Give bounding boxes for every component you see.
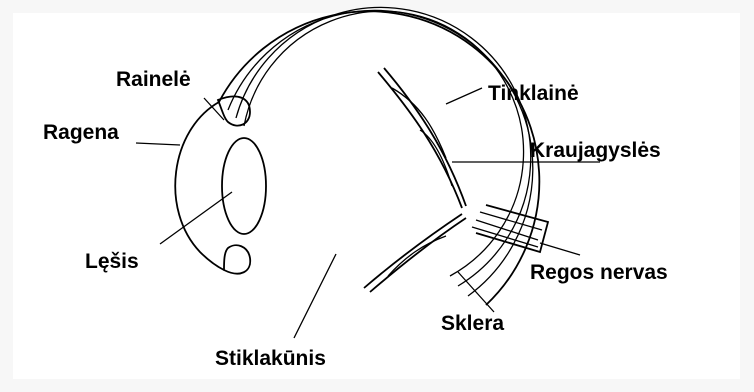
label-vitreous: Stiklakūnis: [215, 347, 326, 370]
lens-shape: [222, 138, 266, 234]
inner-retina-outline: [244, 11, 524, 276]
choroid-outline: [228, 10, 533, 296]
label-optic-nerve: Regos nervas: [530, 261, 668, 284]
label-retina: Tinklainė: [488, 82, 579, 105]
cornea-outline: [175, 102, 224, 270]
label-cornea: Ragena: [43, 121, 119, 144]
label-sclera: Sklera: [441, 312, 504, 335]
label-vessels: Kraujagyslės: [530, 139, 661, 162]
label-lens: Lęšis: [85, 250, 139, 273]
label-iris: Rainelė: [116, 68, 191, 91]
eyeball: [219, 7, 539, 305]
retina-outline: [236, 7, 531, 286]
